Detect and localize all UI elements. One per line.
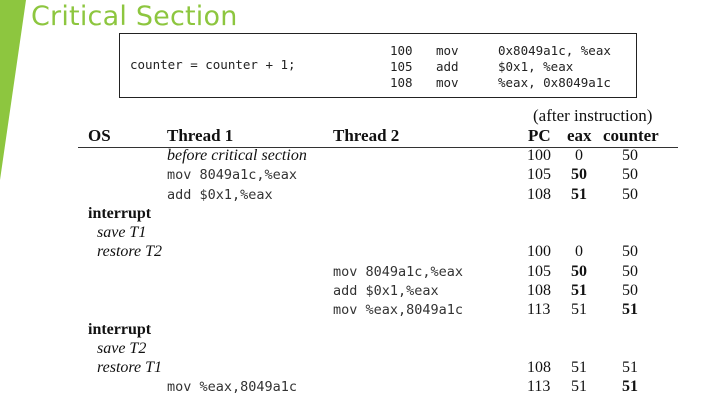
- table-row: interrupt: [0, 320, 706, 340]
- asm-opcode: mov: [436, 75, 459, 90]
- pc-cell: 108: [527, 359, 551, 376]
- pc-cell: 108: [527, 186, 551, 203]
- assembly-listing: 100 mov 0x8049a1c, %eax 105 add $0x1, %eax 1…: [390, 43, 611, 91]
- thread1-cell: add $0x1,%eax: [167, 187, 273, 203]
- pc-cell: 113: [527, 378, 551, 395]
- asm-opcode: mov: [436, 43, 459, 58]
- table-row: mov %eax,8049a1c 113 51 51: [0, 377, 706, 397]
- pc-cell: 108: [527, 282, 551, 299]
- asm-opcode: add: [436, 59, 459, 74]
- eax-cell: 51: [571, 359, 587, 376]
- code-box: counter = counter + 1; 100 mov 0x8049a1c, …: [119, 33, 637, 98]
- header-os: OS: [88, 126, 111, 145]
- table-row: mov 8049a1c,%eax 105 50 50: [0, 165, 706, 185]
- thread2-cell: add $0x1,%eax: [333, 283, 439, 299]
- os-cell: restore T1: [97, 359, 163, 376]
- asm-line: 108 mov %eax, 0x8049a1c: [390, 75, 611, 91]
- counter-cell: 51: [622, 301, 638, 318]
- asm-operands: $0x1, %eax: [498, 59, 574, 74]
- header-pc: PC: [528, 126, 551, 145]
- os-cell: restore T2: [97, 243, 163, 260]
- header-counter: counter: [603, 126, 659, 145]
- asm-address: 105: [390, 59, 413, 74]
- eax-cell: 0: [575, 243, 583, 260]
- header-eax: eax: [567, 126, 592, 145]
- table-row: interrupt: [0, 204, 706, 224]
- counter-cell: 50: [622, 282, 638, 299]
- pc-cell: 113: [527, 301, 551, 318]
- table-row: restore T1 108 51 51: [0, 358, 706, 378]
- eax-cell: 51: [571, 301, 587, 318]
- counter-cell: 51: [622, 359, 638, 376]
- table-row: before critical section 100 0 50: [0, 146, 706, 166]
- asm-address: 108: [390, 75, 413, 90]
- asm-line: 100 mov 0x8049a1c, %eax: [390, 43, 611, 59]
- eax-cell: 51: [571, 282, 587, 299]
- os-cell: save T1: [97, 224, 147, 241]
- header-divider: [78, 147, 678, 148]
- eax-cell: 51: [571, 186, 587, 203]
- header-thread2: Thread 2: [333, 126, 400, 145]
- thread2-cell: mov %eax,8049a1c: [333, 302, 464, 318]
- asm-line: 105 add $0x1, %eax: [390, 59, 611, 75]
- eax-cell: 50: [571, 166, 587, 183]
- slide-title: Critical Section: [31, 1, 238, 32]
- header-thread1: Thread 1: [167, 126, 234, 145]
- thread1-cell: before critical section: [167, 147, 307, 164]
- asm-operands: %eax, 0x8049a1c: [498, 75, 611, 90]
- table-row: save T1: [0, 223, 706, 243]
- counter-cell: 51: [622, 378, 638, 395]
- pc-cell: 105: [527, 263, 551, 280]
- pc-cell: 100: [527, 147, 551, 164]
- counter-cell: 50: [622, 186, 638, 203]
- counter-cell: 50: [622, 243, 638, 260]
- eax-cell: 50: [571, 263, 587, 280]
- slide-accent-bar: [0, 0, 26, 180]
- os-cell: save T2: [97, 340, 147, 357]
- eax-cell: 51: [571, 378, 587, 395]
- counter-cell: 50: [622, 263, 638, 280]
- pc-cell: 100: [527, 243, 551, 260]
- asm-operands: 0x8049a1c, %eax: [498, 43, 611, 58]
- eax-cell: 0: [575, 147, 583, 164]
- thread1-cell: mov 8049a1c,%eax: [167, 167, 298, 183]
- thread1-cell: mov %eax,8049a1c: [167, 379, 298, 395]
- os-cell: interrupt: [88, 205, 152, 222]
- table-row: add $0x1,%eax 108 51 50: [0, 281, 706, 301]
- os-cell: interrupt: [88, 321, 152, 338]
- table-row: save T2: [0, 339, 706, 359]
- table-row: add $0x1,%eax 108 51 50: [0, 185, 706, 205]
- table-row: mov 8049a1c,%eax 105 50 50: [0, 262, 706, 282]
- asm-address: 100: [390, 43, 413, 58]
- thread2-cell: mov 8049a1c,%eax: [333, 264, 464, 280]
- c-statement: counter = counter + 1;: [130, 57, 296, 72]
- pc-cell: 105: [527, 166, 551, 183]
- counter-cell: 50: [622, 166, 638, 183]
- after-instruction-caption: (after instruction): [533, 106, 653, 125]
- counter-cell: 50: [622, 147, 638, 164]
- table-row: mov %eax,8049a1c 113 51 51: [0, 300, 706, 320]
- table-row: restore T2 100 0 50: [0, 242, 706, 262]
